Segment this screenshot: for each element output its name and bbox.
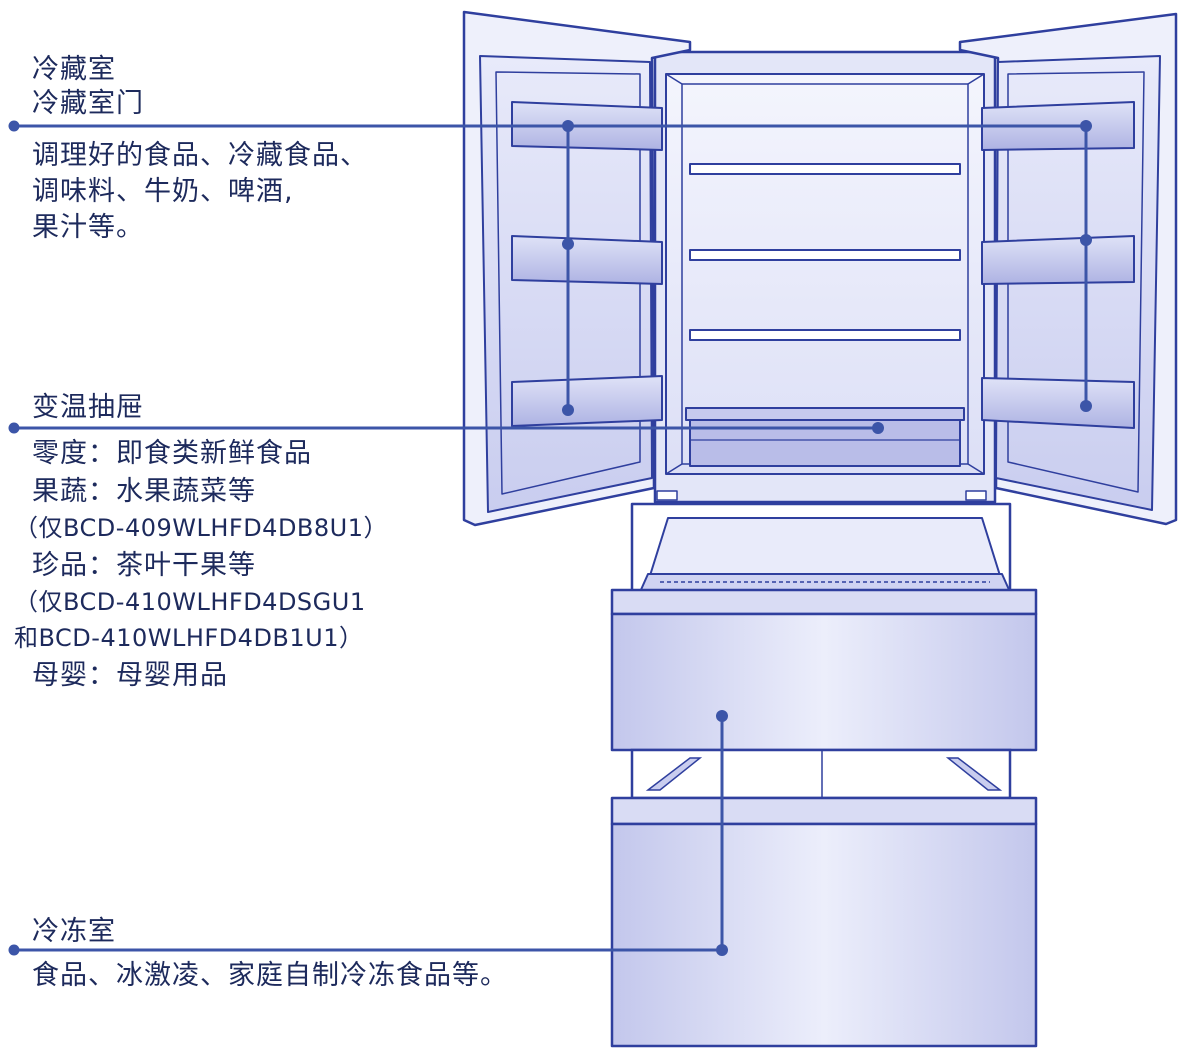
right-door-bins: [981, 101, 1135, 429]
fridge-anchor-dot: [8, 120, 20, 132]
drawer-title: 变温抽屉: [32, 392, 144, 423]
freezer-title: 冷冻室: [32, 916, 116, 947]
left-fridge-door: [462, 10, 692, 527]
drawer-desc-line-2: 果蔬：水果蔬菜等: [32, 476, 256, 507]
freezer-desc-line-1: 食品、冰激凌、家庭自制冷冻食品等。: [32, 960, 508, 991]
fridge-compartment: [653, 50, 997, 504]
freezer-anchor-dot: [8, 944, 20, 956]
fridge-title: 冷藏室: [32, 54, 116, 85]
right-fridge-door: [958, 12, 1178, 526]
leader-lines: [8, 120, 1092, 956]
drawer-anchor-dot: [8, 422, 20, 434]
freezer-rails: [630, 748, 1012, 800]
drawer-desc-line-4: 珍品：茶叶干果等: [32, 550, 256, 581]
drawer-desc-line-7: 母婴：母婴用品: [32, 660, 228, 691]
fridge-desc-line-3: 果汁等。: [32, 212, 144, 243]
drawer-desc-line-1: 零度：即食类新鲜食品: [32, 438, 312, 469]
fridge-desc-line-1: 调理好的食品、冷藏食品、: [32, 140, 368, 171]
fridge-door-title: 冷藏室门: [32, 88, 144, 119]
drawer-desc-line-5: （仅BCD-410WLHFD4DSGU1: [14, 588, 366, 616]
open-drawer: [630, 502, 1012, 600]
variable-temp-drawer-box: [685, 407, 965, 467]
freezer-drawer-upper: [610, 588, 1038, 752]
freezer-drawer-lower: [610, 796, 1038, 1048]
drawer-desc-line-3: （仅BCD-409WLHFD4DB8U1）: [14, 514, 389, 542]
fridge-shelves: [689, 163, 961, 341]
drawer-desc-line-6: 和BCD-410WLHFD4DB1U1）: [14, 624, 364, 652]
fridge-desc-line-2: 调味料、牛奶、啤酒,: [32, 176, 294, 207]
